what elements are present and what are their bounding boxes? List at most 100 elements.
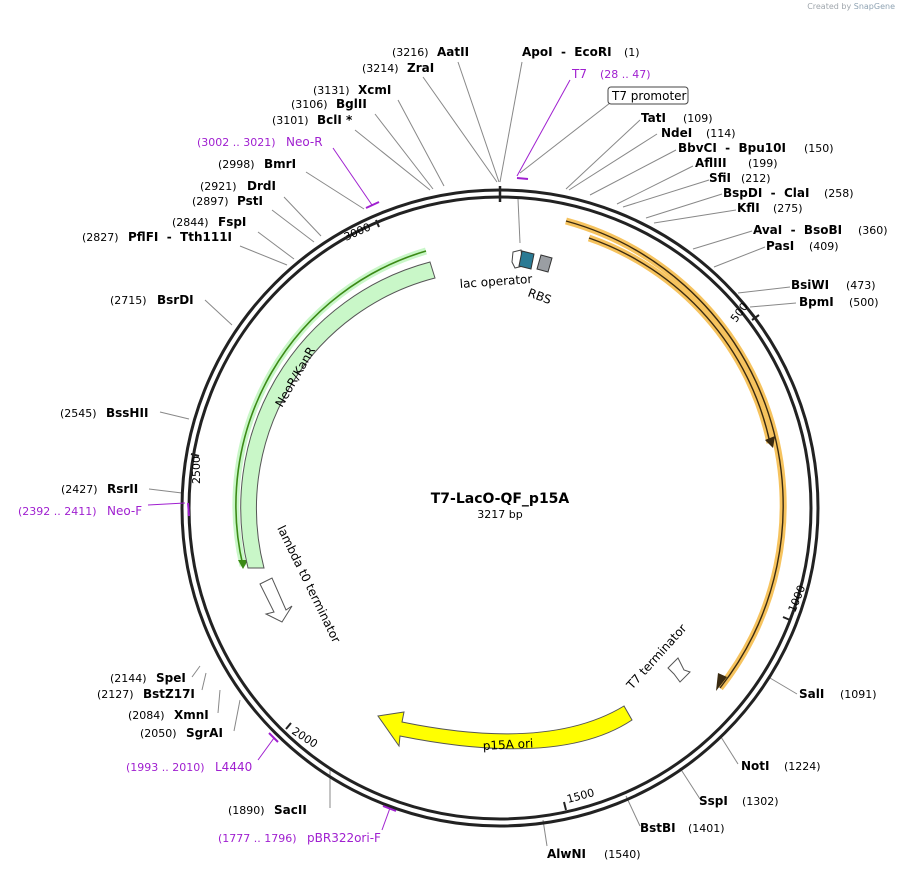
enzyme-xmni[interactable]: XmnI (174, 708, 209, 722)
tick-2500 (190, 453, 200, 457)
enzyme-bsshii-pos: (2545) (60, 407, 97, 420)
enzyme-noti-pos: (1224) (784, 760, 821, 773)
primer-mark-neo-f (187, 502, 190, 517)
primer-t7[interactable]: T7 (571, 67, 587, 81)
lambda-terminator-arrow (259, 577, 293, 623)
enzyme-avai-bsobi[interactable]: AvaI - BsoBI (753, 223, 842, 237)
t7-terminator-arrow (667, 657, 691, 683)
lac-operator-rbs-group[interactable]: lac operator RBS (459, 198, 553, 307)
t7-promoter-group[interactable]: T7 promoter (519, 86, 689, 174)
enzyme-bstz17i-pos: (2127) (97, 688, 134, 701)
enzyme-sgrai-pos: (2050) (140, 727, 177, 740)
enzyme-bglii-pos: (3106) (291, 98, 328, 111)
enzyme-sspi[interactable]: SspI (699, 794, 728, 808)
enzyme-bstbi-pos: (1401) (688, 822, 725, 835)
enzyme-psti-pos: (2897) (192, 195, 229, 208)
primer-mark-t7 (516, 177, 529, 180)
enzyme-psti[interactable]: PstI (237, 194, 263, 208)
p15a-ori-label: p15A ori (482, 736, 533, 753)
primer-neo-f-pos: (2392 .. 2411) (18, 505, 97, 518)
primer-neo-r[interactable]: Neo-R (286, 135, 323, 149)
primer-t7-pos: (28 .. 47) (600, 68, 651, 81)
enzyme-rsrii-pos: (2427) (61, 483, 98, 496)
enzyme-avai-bsobi-pos: (360) (858, 224, 888, 237)
enzyme-ndei[interactable]: NdeI (661, 126, 692, 140)
t7-promoter-label: T7 promoter (611, 89, 687, 103)
enzyme-bcli[interactable]: BclI * (317, 113, 353, 127)
t7-promoter-box (607, 86, 689, 105)
tick-1000 (782, 616, 791, 621)
enzyme-sali-pos: (1091) (840, 688, 877, 701)
enzyme-pflfi-pos: (2827) (82, 231, 119, 244)
enzyme-bglii[interactable]: BglII (336, 97, 367, 111)
enzyme-apoi-ecori[interactable]: ApoI - EcoRI (522, 45, 612, 59)
enzyme-spei[interactable]: SpeI (156, 671, 186, 685)
rbs-label: RBS (526, 286, 553, 307)
enzyme-noti[interactable]: NotI (741, 759, 770, 773)
enzyme-bsshii[interactable]: BssHII (106, 406, 148, 420)
enzyme-fspi[interactable]: FspI (218, 215, 246, 229)
t7-terminator[interactable]: T7 terminator (623, 621, 691, 693)
tick-label-2000: 2000 (289, 725, 320, 751)
lac-operator-label: lac operator (459, 272, 533, 291)
enzyme-pasi[interactable]: PasI (766, 239, 794, 253)
neor-kanr-feature[interactable]: NeoR/KanR (232, 247, 436, 569)
enzyme-bsiwi-pos: (473) (846, 279, 876, 292)
enzyme-afliii[interactable]: AflIII (695, 156, 727, 170)
tick-2000 (285, 722, 292, 730)
primer-labels: T7 (28 .. 47) (3002 .. 3021) Neo-R (2392… (18, 67, 651, 845)
rbs-box (536, 254, 553, 273)
enzyme-sali[interactable]: SalI (799, 687, 824, 701)
enzyme-afliii-pos: (199) (748, 157, 778, 170)
primer-pbr322ori-f-pos: (1777 .. 1796) (218, 832, 297, 845)
tick-3000 (375, 219, 380, 228)
primer-neo-f[interactable]: Neo-F (107, 504, 142, 518)
qf-orf-outer-arrow[interactable] (565, 217, 787, 691)
lambda-t0-terminator-label: lambda t0 terminator (274, 523, 343, 645)
enzyme-bspdi-clai[interactable]: BspDI - ClaI (723, 186, 809, 200)
enzyme-kfli[interactable]: KflI (737, 201, 760, 215)
enzyme-bmri[interactable]: BmrI (264, 157, 296, 171)
enzyme-xcmi[interactable]: XcmI (358, 83, 391, 97)
neor-kanr-arrow-body (240, 261, 436, 569)
enzyme-zrai-pos: (3214) (362, 62, 399, 75)
plasmid-length: 3217 bp (477, 508, 522, 521)
enzyme-bbvci-bpu10i[interactable]: BbvCI - Bpu10I (678, 141, 786, 155)
enzyme-bpmi-pos: (500) (849, 296, 879, 309)
watermark-prefix: Created by (807, 2, 852, 11)
enzyme-bsiwi[interactable]: BsiWI (791, 278, 829, 292)
enzyme-rsrii[interactable]: RsrII (107, 482, 138, 496)
enzyme-sacii-pos: (1890) (228, 804, 265, 817)
primer-marks (147, 79, 571, 831)
enzyme-sfii[interactable]: SfiI (709, 171, 731, 185)
enzyme-bbvci-bpu10i-pos: (150) (804, 142, 834, 155)
enzyme-drdi-pos: (2921) (200, 180, 237, 193)
primer-l4440[interactable]: L4440 (215, 760, 252, 774)
enzyme-bstz17i[interactable]: BstZ17I (143, 687, 195, 701)
enzyme-tati-pos: (109) (683, 112, 713, 125)
enzyme-tati[interactable]: TatI (641, 111, 666, 125)
enzyme-xmni-pos: (2084) (128, 709, 165, 722)
enzyme-pflfi-tth111i[interactable]: PflFI - Tth111I (128, 230, 232, 244)
enzyme-bsrdi[interactable]: BsrDI (157, 293, 194, 307)
primer-mark-l4440 (268, 732, 279, 743)
enzyme-zrai[interactable]: ZraI (407, 61, 434, 75)
lambda-t0-terminator[interactable]: lambda t0 terminator (259, 523, 343, 645)
p15a-ori-feature[interactable]: p15A ori (377, 705, 633, 753)
enzyme-alwni[interactable]: AlwNI (547, 847, 586, 861)
primer-l4440-pos: (1993 .. 2010) (126, 761, 205, 774)
qf-orf-inner-arrow[interactable] (587, 234, 775, 448)
enzyme-sgrai[interactable]: SgrAI (186, 726, 223, 740)
enzyme-fspi-pos: (2844) (172, 216, 209, 229)
enzyme-sacii[interactable]: SacII (274, 803, 307, 817)
primer-pbr322ori-f[interactable]: pBR322ori-F (307, 831, 381, 845)
enzyme-bpmi[interactable]: BpmI (799, 295, 834, 309)
tick-label-3000: 3000 (342, 220, 373, 243)
enzyme-drdi[interactable]: DrdI (247, 179, 276, 193)
enzyme-aatii[interactable]: AatII (437, 45, 469, 59)
enzyme-bstbi[interactable]: BstBI (640, 821, 676, 835)
watermark: Created by SnapGene (807, 2, 895, 11)
enzyme-aatii-pos: (3216) (392, 46, 429, 59)
enzyme-bmri-pos: (2998) (218, 158, 255, 171)
